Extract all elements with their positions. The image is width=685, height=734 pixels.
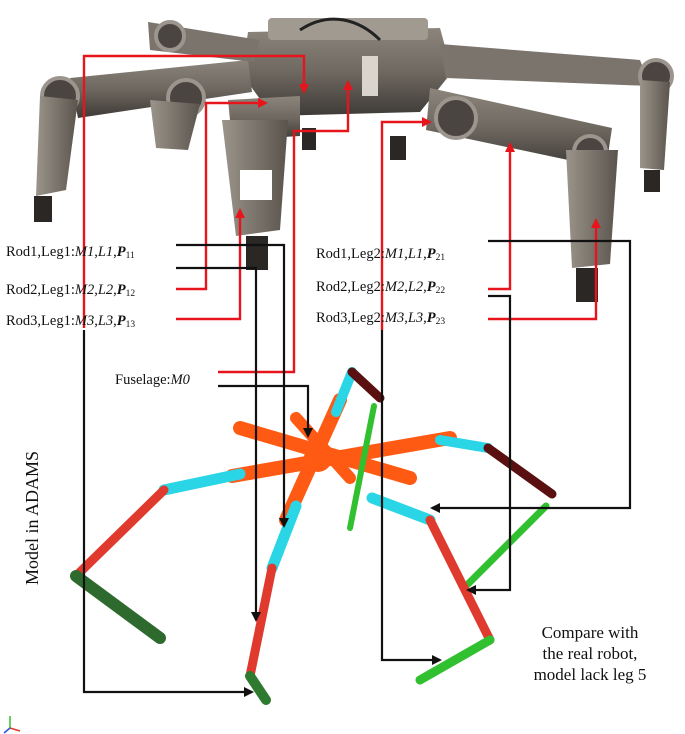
robot-joint [154,20,186,52]
robot-photo [34,17,674,302]
arrow-rod1-leg2-model [430,239,632,513]
note-line: model lack leg 5 [533,665,647,684]
fuselage-bar [225,431,457,483]
robot-foot [246,236,268,270]
arrow-rod3-leg2 [488,218,601,321]
model-rod2 [347,367,385,403]
robot-body-plate [362,56,378,96]
photo-arrows [82,54,601,374]
caption-model-in-adams: Model in ADAMS [22,450,42,585]
fuselage-center [304,444,332,472]
label-fuselage: Fuselage:M0 [115,372,190,388]
arrow-rod3-leg1 [176,208,245,321]
model-arrows [82,239,632,697]
model-rod1 [266,500,302,574]
robot-body [242,28,452,116]
label-rod2-leg2: Rod2,Leg2:M2,L2,P22 [316,279,446,296]
arrow-fuselage-model [218,384,313,438]
model-rod3 [460,502,550,592]
robot-leg-upper-left-link [70,60,252,118]
model-rod3 [70,570,166,644]
robot-leg-far-right-lower [640,80,670,170]
model-rod3 [245,671,271,705]
arrow-fuselage [218,80,353,374]
robot-foot [302,128,316,150]
robot-joint [434,96,478,140]
label-rod3-leg1: Rod3,Leg1:M3,L3,P13 [6,313,136,330]
arrow-rod1-leg2 [380,117,432,330]
arrow-rod3-leg1-model [82,330,254,697]
model-rod1 [366,492,436,526]
model-rod1 [158,468,246,496]
model-rod2 [483,443,557,499]
robot-foot [644,170,660,192]
adams-model [70,367,557,705]
model-rod2 [245,563,277,681]
label-rod2-leg1: Rod2,Leg1:M2,L2,P12 [6,282,136,299]
robot-leg-right-lower [566,150,618,268]
label-rod1-leg1: Rod1,Leg1:M1,L1,P11 [6,244,135,261]
arrow-rod3-leg2-model [380,330,442,665]
robot-foot [34,196,52,222]
note-line: the real robot, [542,644,638,663]
model-rod2 [425,515,495,645]
robot-leg-upper-right-back [440,44,650,86]
model-rod3 [347,403,377,531]
arrow-rod2-leg1-model [176,266,261,622]
model-rod1 [331,367,357,417]
robot-leg-mid-left-lower [150,100,200,150]
arrow-rod1-leg1 [82,54,309,328]
robot-cable [299,17,382,42]
arrow-rod2-leg1 [176,98,268,291]
robot-leg-front-window [240,170,272,200]
note-line: Compare with [541,623,639,642]
robot-foot [576,268,598,302]
axis-triad-icon [3,716,21,734]
robot-leg-far-left-lower [36,96,78,196]
robot-body-top [268,18,428,40]
label-rod3-leg2: Rod3,Leg2:M3,L3,P23 [316,310,446,327]
model-rod1 [435,435,493,453]
model-rod3 [415,635,495,685]
comparison-note: Compare with the real robot, model lack … [510,622,670,685]
label-rod1-leg2: Rod1,Leg2:M1,L1,P21 [316,246,446,263]
arrow-rod2-leg2-model [466,294,512,595]
robot-foot [390,136,406,160]
model-rod2 [71,485,169,581]
arrow-rod1-leg1-model [176,243,289,528]
arrow-rod2-leg2 [488,142,515,291]
